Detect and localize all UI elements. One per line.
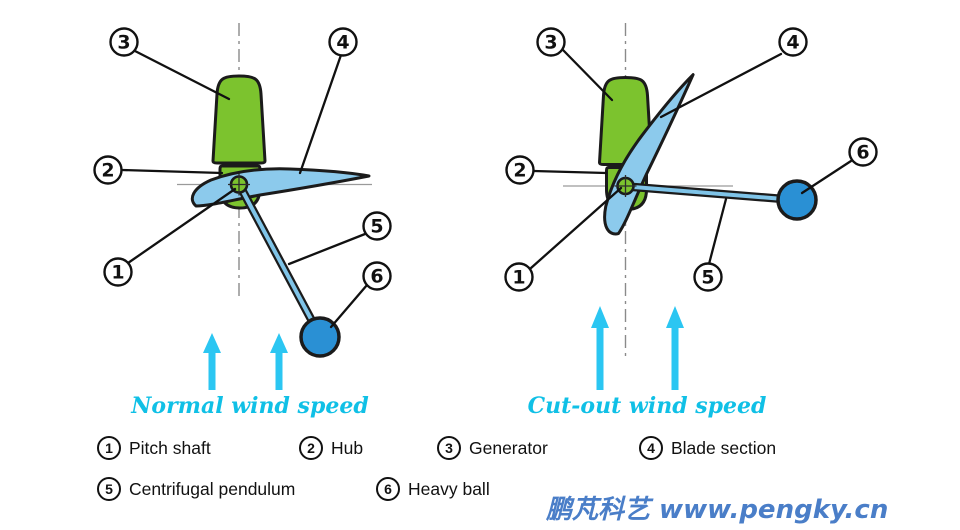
- callout-4: 4: [328, 27, 358, 57]
- callout-4: 4: [778, 27, 808, 57]
- leader-line-3: [561, 48, 614, 102]
- legend-number-badge: 5: [97, 477, 121, 501]
- legend-item-pitch-shaft: 1 Pitch shaft: [97, 436, 211, 460]
- legend-item-centrifugal-pendulum: 5 Centrifugal pendulum: [97, 477, 295, 501]
- pendulum-rod: [626, 184, 797, 202]
- callout-circle: [362, 261, 392, 291]
- pitch-mechanism-diagram: 1 2 3 4 5 6: [93, 23, 878, 390]
- callout-5: 5: [362, 211, 392, 241]
- callout-circle: [109, 27, 139, 57]
- legend-number-badge: 3: [437, 436, 461, 460]
- callout-circle: [536, 27, 566, 57]
- callout-number: 2: [101, 160, 114, 182]
- pendulum-rod: [238, 185, 322, 337]
- right-diagram-title: Cut-out wind speed: [527, 393, 767, 419]
- callout-number: 4: [336, 32, 349, 54]
- leader-line-2: [532, 169, 608, 175]
- leader-line-6: [800, 159, 853, 195]
- heavy-ball: [299, 316, 341, 358]
- callout-number: 4: [786, 32, 799, 54]
- callout-5: 5: [693, 262, 723, 292]
- legend-number-badge: 6: [376, 477, 400, 501]
- callout-circle: [362, 211, 392, 241]
- callout-circle: [693, 262, 723, 292]
- leader-line-3: [133, 49, 231, 101]
- legend-label: Blade section: [671, 437, 777, 458]
- callout-2: 2: [505, 155, 535, 185]
- callout-number: 1: [512, 267, 525, 289]
- legend-item-generator: 3 Generator: [437, 436, 548, 460]
- leader-lines-left: [120, 49, 369, 329]
- legend-label: Pitch shaft: [129, 437, 211, 458]
- callout-circle: [504, 262, 534, 292]
- callout-6: 6: [848, 137, 878, 167]
- callout-circle: [505, 155, 535, 185]
- legend-label: Heavy ball: [408, 478, 490, 499]
- leader-line-1: [529, 186, 623, 270]
- callouts-right: 1 2 3 4 5 6: [504, 27, 878, 292]
- callout-6: 6: [362, 261, 392, 291]
- legend-label: Generator: [469, 437, 548, 458]
- generator-body: [211, 74, 267, 165]
- legend-number-badge: 2: [299, 436, 323, 460]
- callout-number: 6: [856, 142, 869, 164]
- callout-number: 1: [111, 262, 124, 284]
- left-diagram-title: Normal wind speed: [131, 393, 369, 419]
- legend-label: Centrifugal pendulum: [129, 478, 296, 499]
- callouts-left: 1 2 3 4 5 6: [93, 27, 392, 291]
- leader-line-1: [126, 187, 237, 265]
- legend-item-blade-section: 4 Blade section: [639, 436, 776, 460]
- callout-1: 1: [103, 257, 133, 287]
- legend-item-heavy-ball: 6 Heavy ball: [376, 477, 490, 501]
- wind-arrow-icon: [591, 306, 609, 390]
- callout-number: 3: [544, 32, 557, 54]
- leader-line-2: [120, 168, 224, 175]
- legend-number-badge: 1: [97, 436, 121, 460]
- callout-1: 1: [504, 262, 534, 292]
- leader-line-4: [659, 52, 783, 119]
- leader-line-6: [329, 283, 369, 329]
- callout-number: 5: [370, 216, 383, 238]
- callout-circle: [103, 257, 133, 287]
- callout-circle: [848, 137, 878, 167]
- wind-arrow-icon: [203, 333, 221, 390]
- right-diagram: 1 2 3 4 5 6: [504, 23, 878, 390]
- leader-line-4: [298, 53, 343, 175]
- callout-circle: [778, 27, 808, 57]
- wind-arrow-icon: [666, 306, 684, 390]
- callout-number: 6: [370, 266, 383, 288]
- legend-item-hub: 2 Hub: [299, 436, 363, 460]
- callout-circle: [328, 27, 358, 57]
- wind-arrow-icon: [270, 333, 288, 390]
- callout-3: 3: [109, 27, 139, 57]
- callout-3: 3: [536, 27, 566, 57]
- leader-lines-right: [529, 48, 853, 270]
- left-diagram: 1 2 3 4 5 6: [93, 23, 392, 390]
- watermark-text: 鹏芃科艺 www.pengky.cn: [546, 495, 889, 525]
- leader-line-5: [287, 232, 367, 266]
- callout-number: 3: [117, 32, 130, 54]
- legend-label: Hub: [331, 437, 364, 458]
- leader-line-5: [707, 197, 728, 266]
- callout-circle: [93, 155, 123, 185]
- callout-number: 2: [513, 160, 526, 182]
- callout-2: 2: [93, 155, 123, 185]
- legend-number-badge: 4: [639, 436, 663, 460]
- callout-number: 5: [701, 267, 714, 289]
